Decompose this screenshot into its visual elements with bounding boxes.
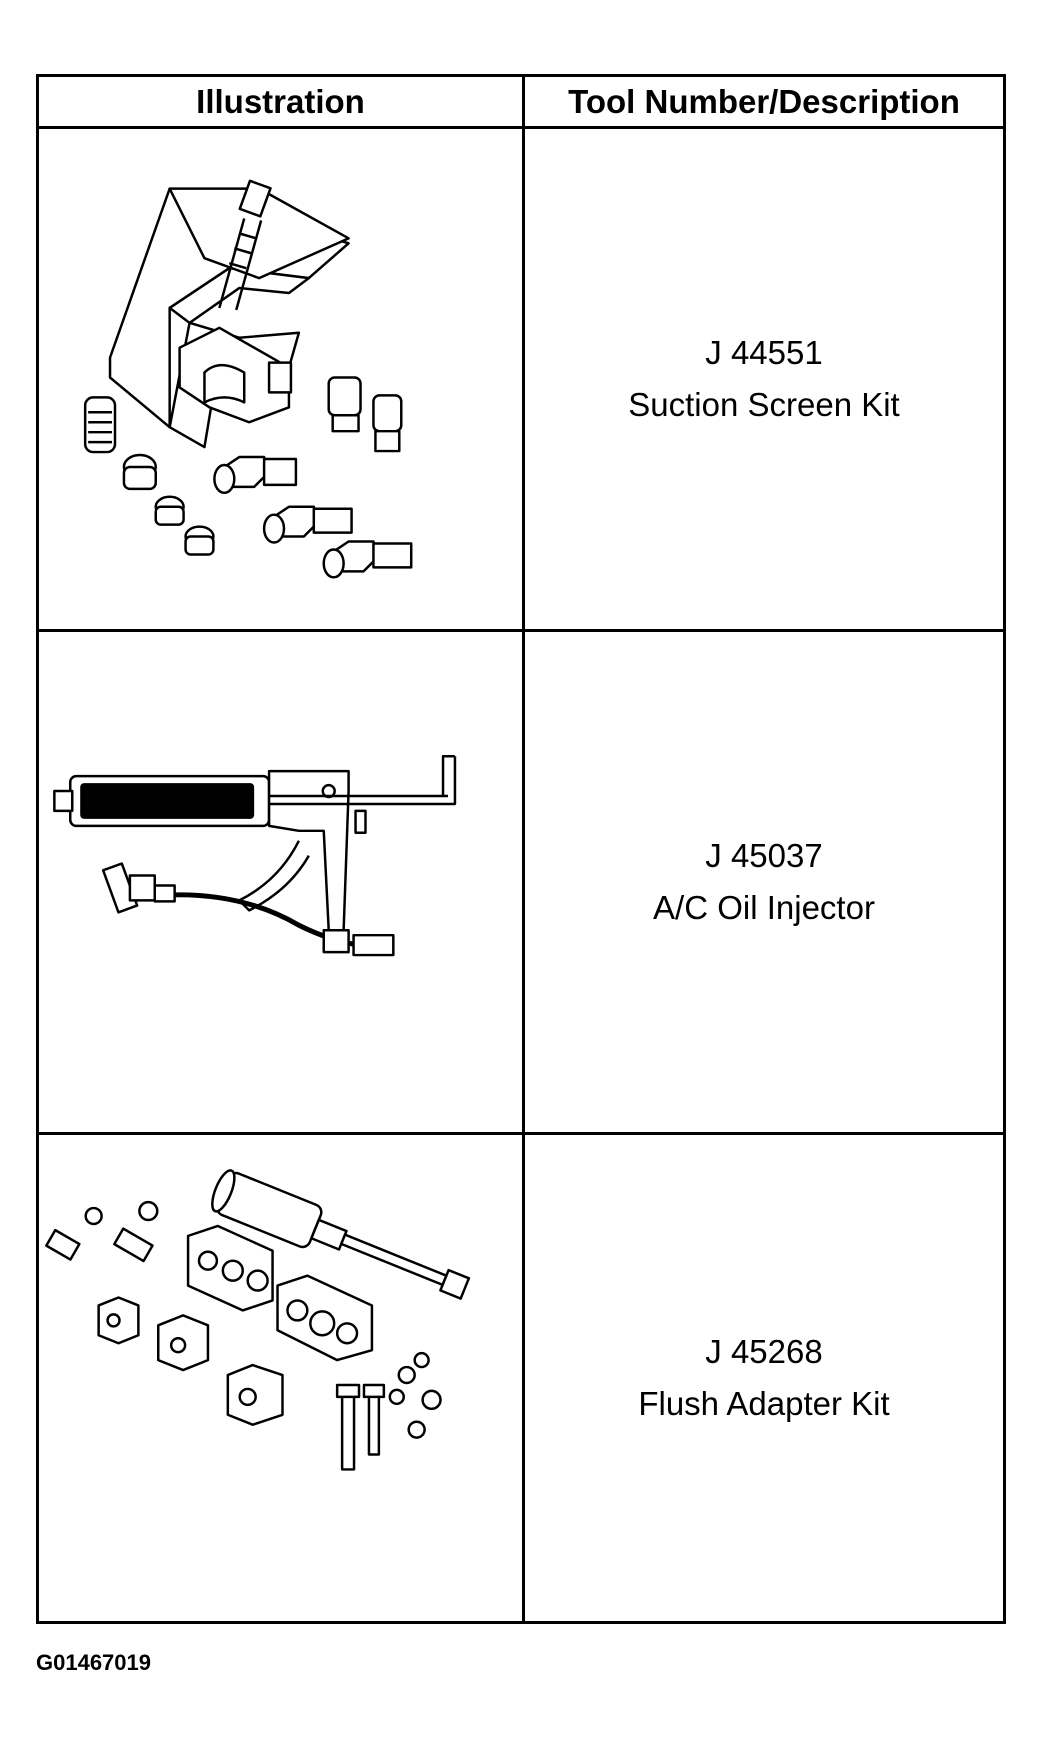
tool-number: J 44551 xyxy=(705,334,823,371)
column-divider xyxy=(522,77,525,1621)
table-row: J 45037 A/C Oil Injector xyxy=(39,632,1003,1135)
tool-description-cell: J 45268 Flush Adapter Kit xyxy=(525,1135,1003,1621)
figure-id: G01467019 xyxy=(36,1650,151,1675)
suction-screen-kit-icon xyxy=(39,129,522,629)
header-illustration: Illustration xyxy=(196,82,365,120)
tool-description-cell: J 44551 Suction Screen Kit xyxy=(525,129,1003,629)
header-tool-number-description: Tool Number/Description xyxy=(568,82,960,120)
tool-description: Suction Screen Kit xyxy=(628,386,900,423)
table-row: J 45268 Flush Adapter Kit xyxy=(39,1135,1003,1621)
tool-description: A/C Oil Injector xyxy=(653,889,875,926)
tool-description: Flush Adapter Kit xyxy=(638,1385,890,1422)
flush-adapter-kit-icon xyxy=(39,1135,522,1621)
tool-number: J 45268 xyxy=(705,1333,823,1370)
tool-number: J 45037 xyxy=(705,837,823,874)
table-header-row: Illustration Tool Number/Description xyxy=(39,77,1003,129)
oil-injector-icon xyxy=(39,632,522,1132)
table-row: J 44551 Suction Screen Kit xyxy=(39,129,1003,632)
tool-table: Illustration Tool Number/Description xyxy=(36,74,1006,1624)
tool-description-cell: J 45037 A/C Oil Injector xyxy=(525,632,1003,1132)
